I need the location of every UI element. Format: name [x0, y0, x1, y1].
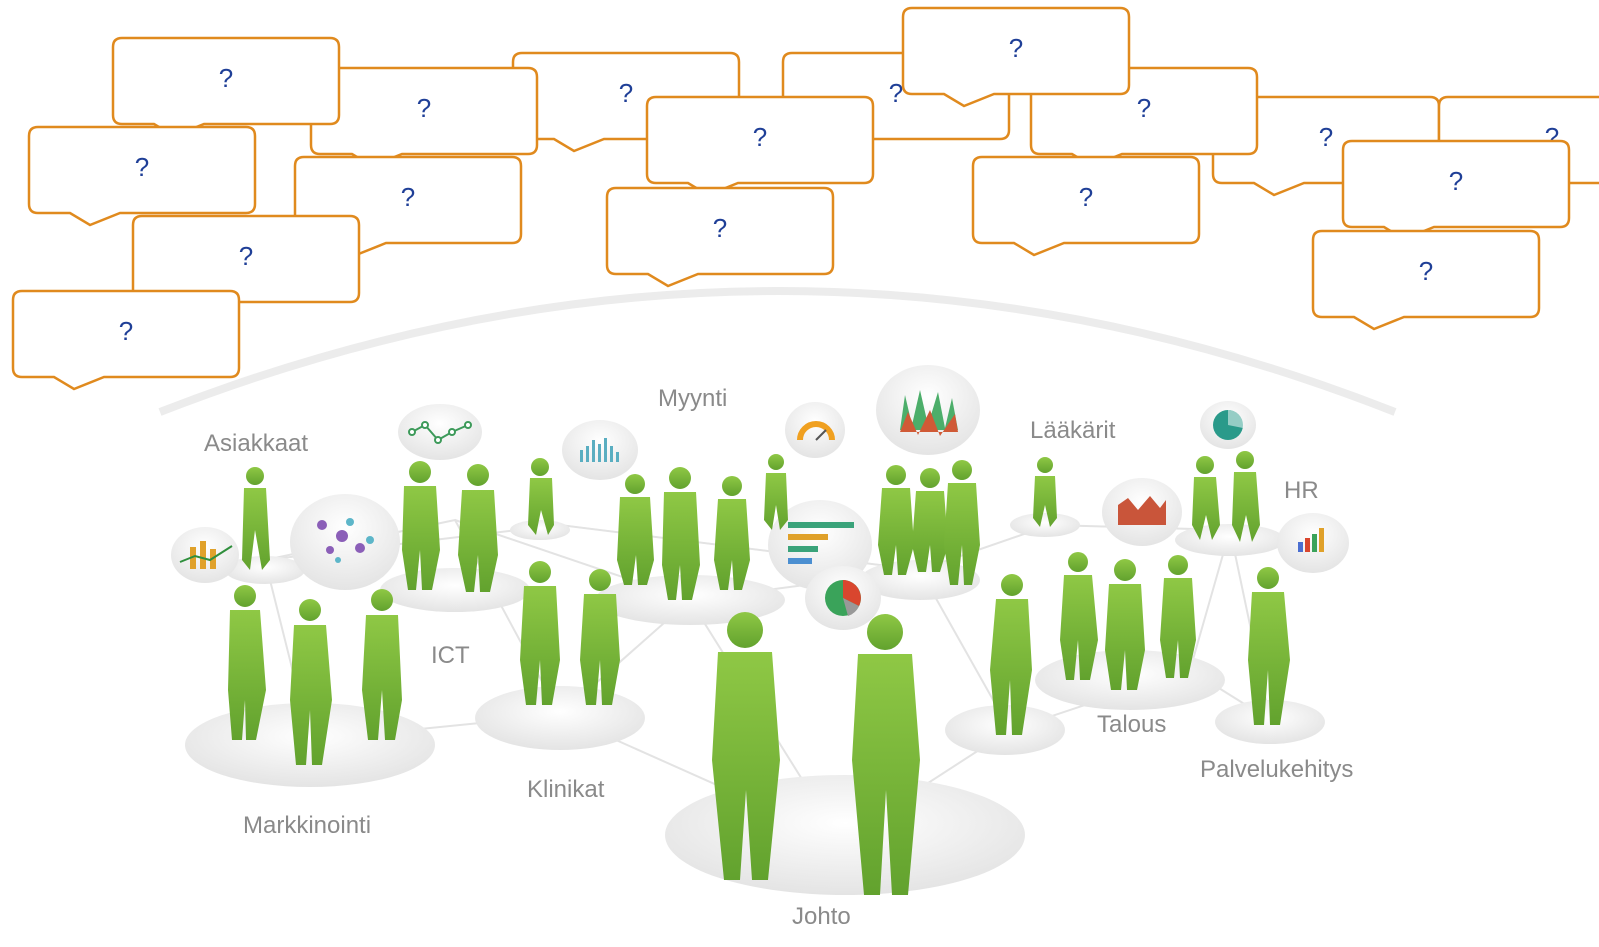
- question-mark-text: ?: [134, 151, 150, 182]
- question-mark-text: ?: [712, 212, 728, 243]
- question-mark-text: ?: [1136, 92, 1152, 123]
- question-mark-text: ?: [1078, 181, 1094, 212]
- group-label-palvelukehitys: Palvelukehitys: [1200, 756, 1354, 783]
- speech-bubble-shape: [27, 125, 257, 227]
- group-label-ict: ICT: [431, 642, 470, 669]
- question-bubble: ?: [605, 186, 835, 288]
- question-mark-text: ?: [1008, 32, 1024, 63]
- group-label-klinikat: Klinikat: [527, 776, 605, 803]
- question-mark-text: ?: [888, 77, 904, 108]
- question-mark-text: ?: [1318, 121, 1334, 152]
- question-bubble: ?: [1341, 139, 1571, 241]
- question-mark-text: ?: [1448, 165, 1464, 196]
- group-label-johto: Johto: [792, 903, 851, 930]
- group-label-asiakkaat: Asiakkaat: [204, 430, 309, 457]
- question-bubble: ?: [1311, 229, 1541, 331]
- question-bubble: ?: [309, 66, 539, 168]
- group-label-talous: Talous: [1097, 711, 1167, 738]
- speech-bubble-shape: [1311, 229, 1541, 331]
- group-label-laakarit: Lääkärit: [1030, 417, 1116, 444]
- question-bubble: ?: [971, 155, 1201, 257]
- question-mark-text: ?: [416, 92, 432, 123]
- people-figures: [228, 451, 1290, 895]
- question-bubble: ?: [11, 289, 241, 391]
- group-label-hr: HR: [1284, 477, 1319, 504]
- speech-bubble-shape: [605, 186, 835, 288]
- question-bubble: ?: [111, 36, 341, 138]
- question-bubble: ?: [27, 125, 257, 227]
- question-mark-text: ?: [118, 315, 134, 346]
- speech-bubble-shape: [11, 289, 241, 391]
- question-mark-text: ?: [400, 181, 416, 212]
- question-mark-text: ?: [218, 62, 234, 93]
- question-mark-text: ?: [1418, 255, 1434, 286]
- question-mark-text: ?: [238, 240, 254, 271]
- question-mark-text: ?: [752, 121, 768, 152]
- question-bubble: ?: [901, 6, 1131, 108]
- chart-bubbles: [171, 365, 1349, 630]
- speech-bubble-shape: [971, 155, 1201, 257]
- group-label-markkinointi: Markkinointi: [243, 812, 372, 839]
- question-mark-text: ?: [618, 77, 634, 108]
- group-label-myynti: Myynti: [658, 385, 728, 412]
- question-bubble: ?: [645, 95, 875, 197]
- speech-bubble-shape: [901, 6, 1131, 108]
